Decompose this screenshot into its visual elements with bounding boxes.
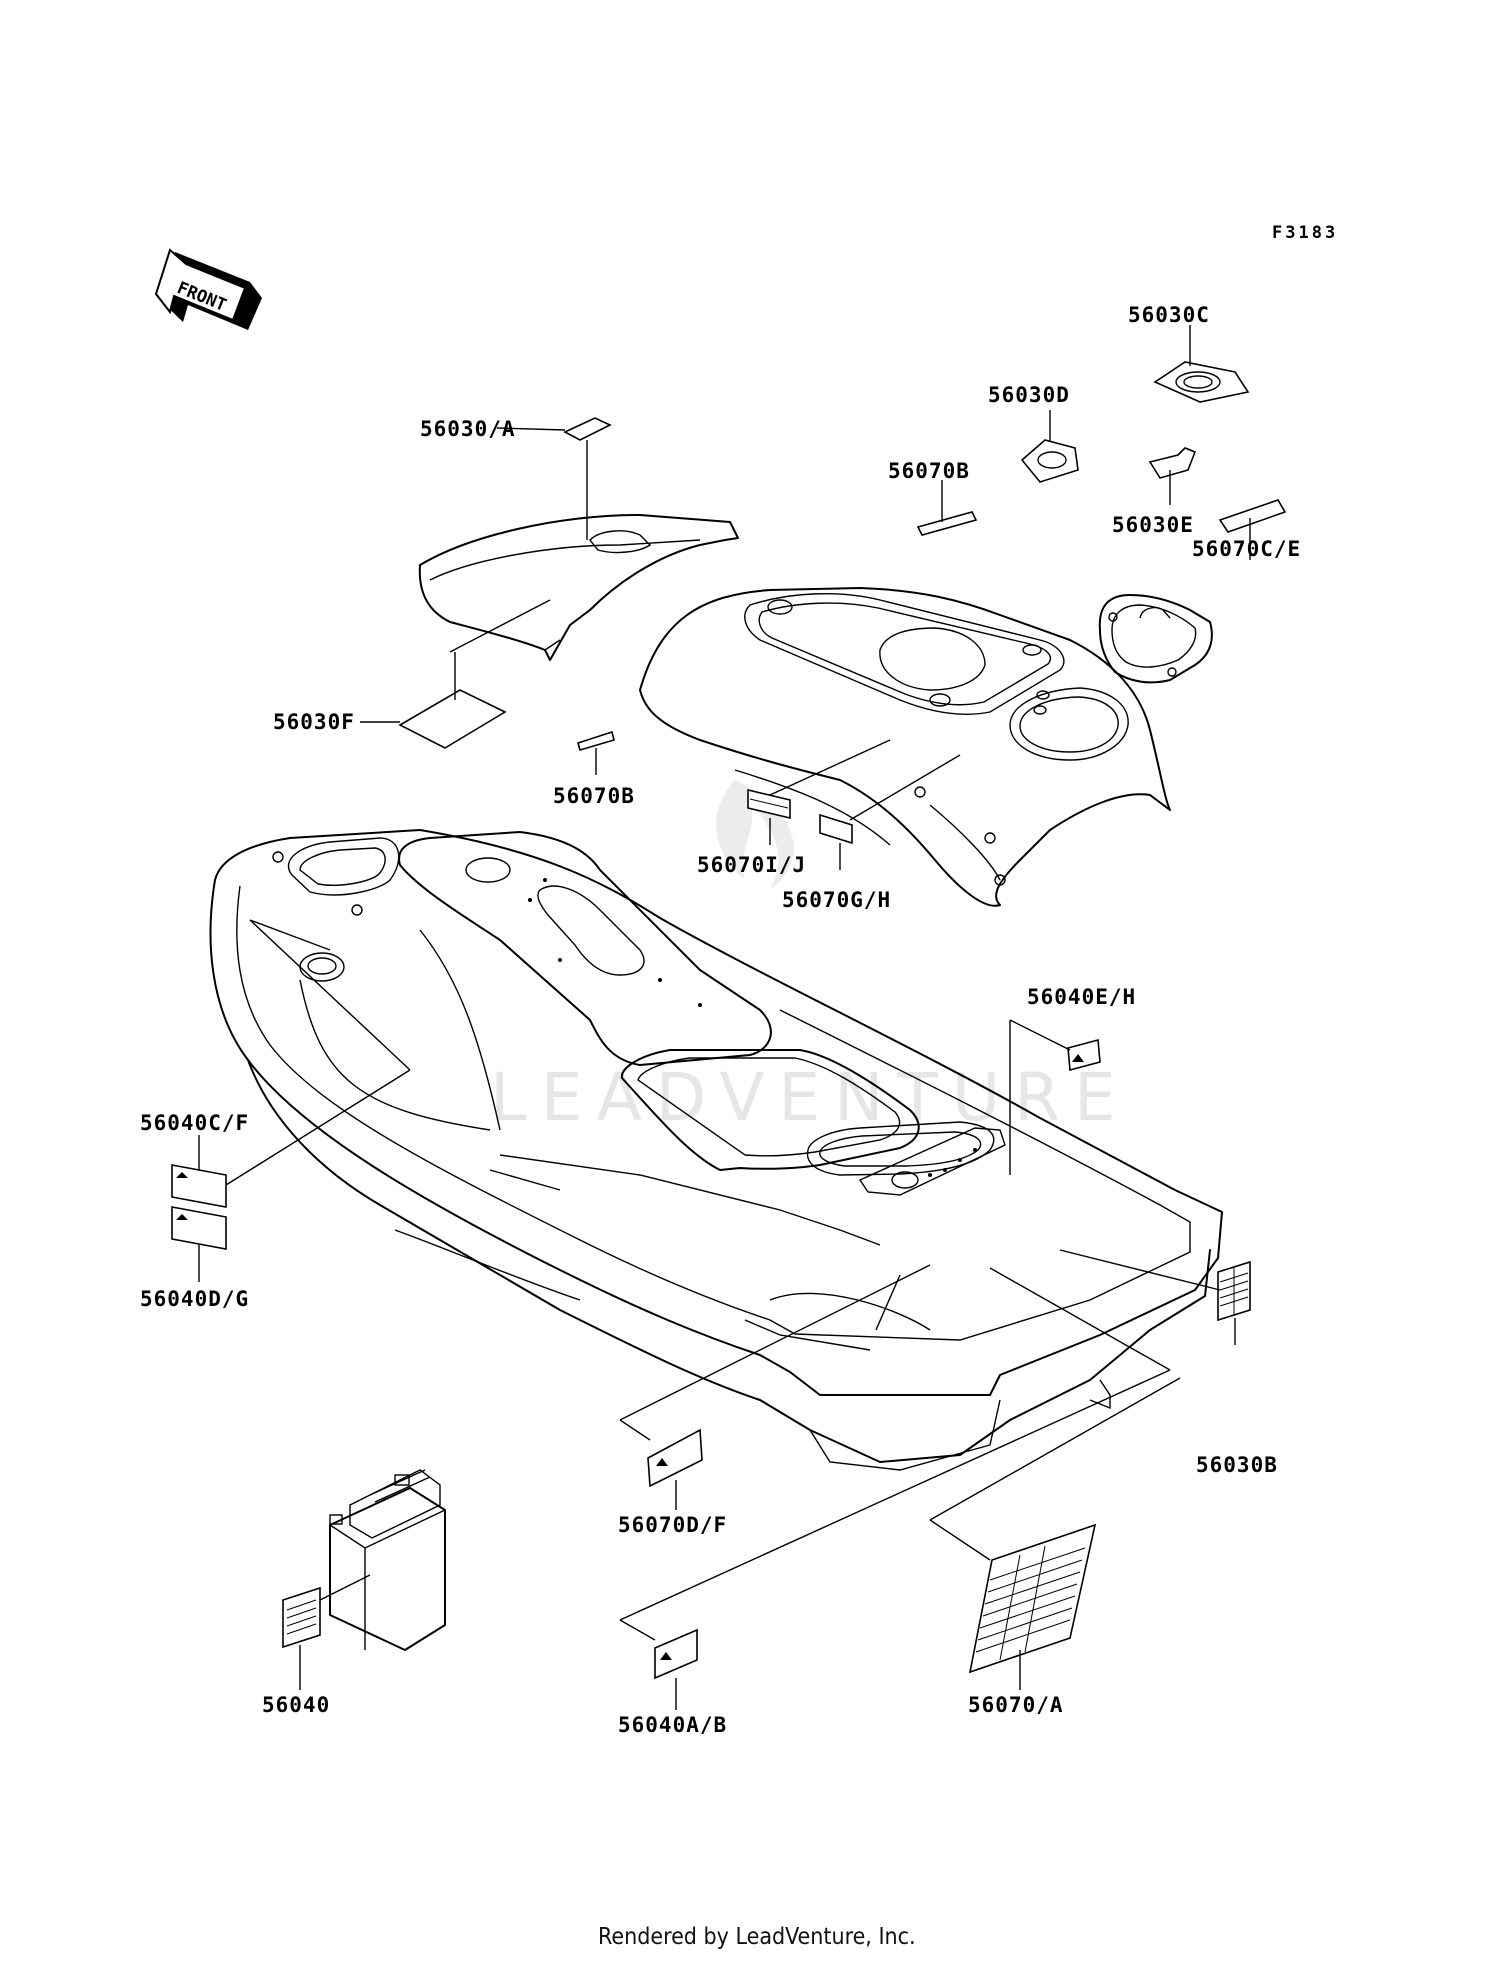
decal-56040 (282, 1586, 321, 1649)
steering-cover-drawing (1098, 594, 1213, 684)
decal-56070B-mid (577, 730, 615, 751)
decal-56040CF (171, 1164, 227, 1208)
figure-id: F3183 (1272, 223, 1338, 243)
decal-56030D (1020, 439, 1079, 483)
front-arrow-icon: FRONT (154, 248, 262, 330)
callout-56070DF: 56070D/F (618, 1513, 727, 1537)
decal-56070A (968, 1523, 1097, 1674)
decal-56030E (1148, 447, 1197, 479)
callout-56030D: 56030D (988, 383, 1070, 407)
decal-56070B-top (916, 511, 978, 536)
callout-56040EH: 56040E/H (1027, 985, 1136, 1009)
decal-56070CE (1218, 499, 1287, 533)
decal-56030A (563, 417, 612, 441)
decal-56030C (1153, 361, 1250, 403)
decal-56040EH (1067, 1038, 1101, 1072)
decal-56070GH (819, 813, 853, 845)
callout-56030C: 56030C (1128, 303, 1210, 327)
callout-56070B-top: 56070B (888, 459, 970, 483)
watermark-text: LEADVENTURE (490, 1059, 1130, 1136)
decal-56040DG (171, 1206, 227, 1250)
seat-deck-drawing (639, 587, 1171, 907)
callout-56040DG: 56040D/G (140, 1287, 249, 1311)
hood-drawing (418, 514, 739, 661)
watermark: LEADVENTURE (490, 780, 1130, 1136)
callout-56040: 56040 (262, 1693, 330, 1717)
callout-56030A: 56030/A (420, 417, 516, 441)
callout-56070A: 56070/A (968, 1693, 1064, 1717)
callout-labels: 56030/A 56030C 56030D 56070B 56030E 5607… (140, 303, 1301, 1737)
callout-56070B-mid: 56070B (553, 784, 635, 808)
callout-56070GH: 56070G/H (782, 888, 891, 912)
callout-56040AB: 56040A/B (618, 1713, 727, 1737)
callout-56030F: 56030F (273, 710, 355, 734)
render-credit: Rendered by LeadVenture, Inc. (598, 1924, 916, 1950)
callout-56070IJ: 56070I/J (697, 853, 806, 877)
callout-56030E: 56030E (1112, 513, 1194, 537)
leader-lines (198, 325, 1251, 1710)
hull-drawing (209, 829, 1223, 1471)
callout-56030B: 56030B (1196, 1453, 1278, 1477)
decal-56070IJ (747, 788, 791, 820)
decal-56030F (398, 689, 507, 749)
callout-56070CE: 56070C/E (1192, 537, 1301, 561)
callout-56040CF: 56040C/F (140, 1111, 249, 1135)
decal-56070DF (647, 1428, 703, 1488)
decal-56030B (1217, 1260, 1251, 1322)
battery-drawing (329, 1469, 446, 1651)
decal-56040AB (654, 1628, 698, 1680)
